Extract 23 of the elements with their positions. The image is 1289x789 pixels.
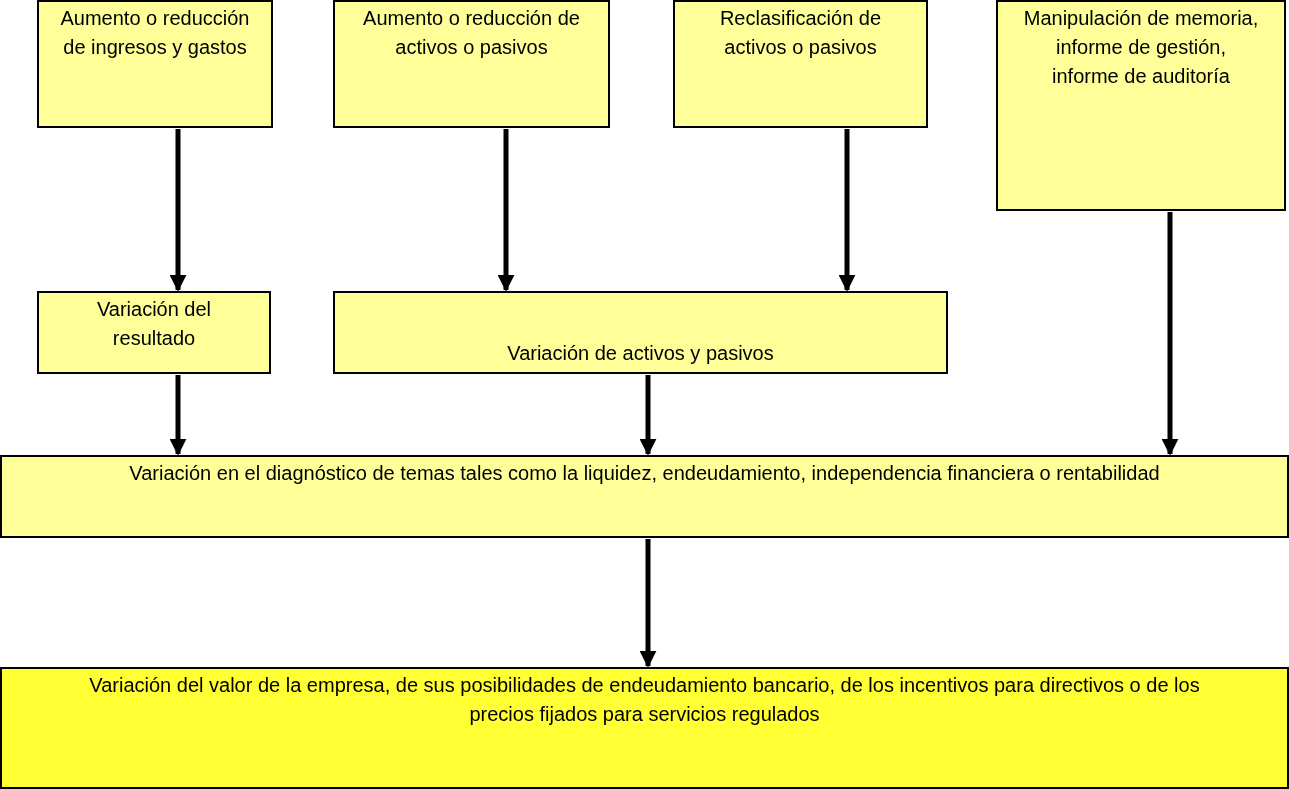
- box-text: Reclasificación de activos o pasivos: [718, 6, 883, 60]
- process-box: [996, 0, 1286, 211]
- box-text: Aumento o reducción de ingresos y gastos: [59, 6, 251, 60]
- process-box: [673, 0, 928, 128]
- process-box: [37, 291, 271, 374]
- arrow: [639, 539, 657, 668]
- box-text: Variación de activos y pasivos: [507, 341, 774, 366]
- box-text: Manipulación de memoria, informe de gestión, informe de auditoría: [1022, 6, 1260, 89]
- process-box: [37, 0, 273, 128]
- arrow: [639, 375, 657, 456]
- box-text: Variación en el diagnóstico de temas tales como la liquidez, endeudamiento, independencia financiera o rentabilidad: [129, 461, 1160, 486]
- arrow: [169, 129, 187, 292]
- process-box: [0, 455, 1289, 538]
- process-box: [333, 291, 948, 374]
- box-text: Aumento o reducción de activos o pasivos: [362, 6, 581, 60]
- arrow: [497, 129, 515, 292]
- arrow: [1161, 212, 1179, 456]
- arrow: [838, 129, 856, 292]
- process-box: [0, 667, 1289, 789]
- box-text: Variación del valor de la empresa, de sus posibilidades de endeudamiento bancario, de los incentivos para directivos o de los precios fijados para servicios regulados: [88, 673, 1201, 727]
- arrow: [169, 375, 187, 456]
- process-box: [333, 0, 610, 128]
- box-text: Variación del resultado: [95, 297, 213, 351]
